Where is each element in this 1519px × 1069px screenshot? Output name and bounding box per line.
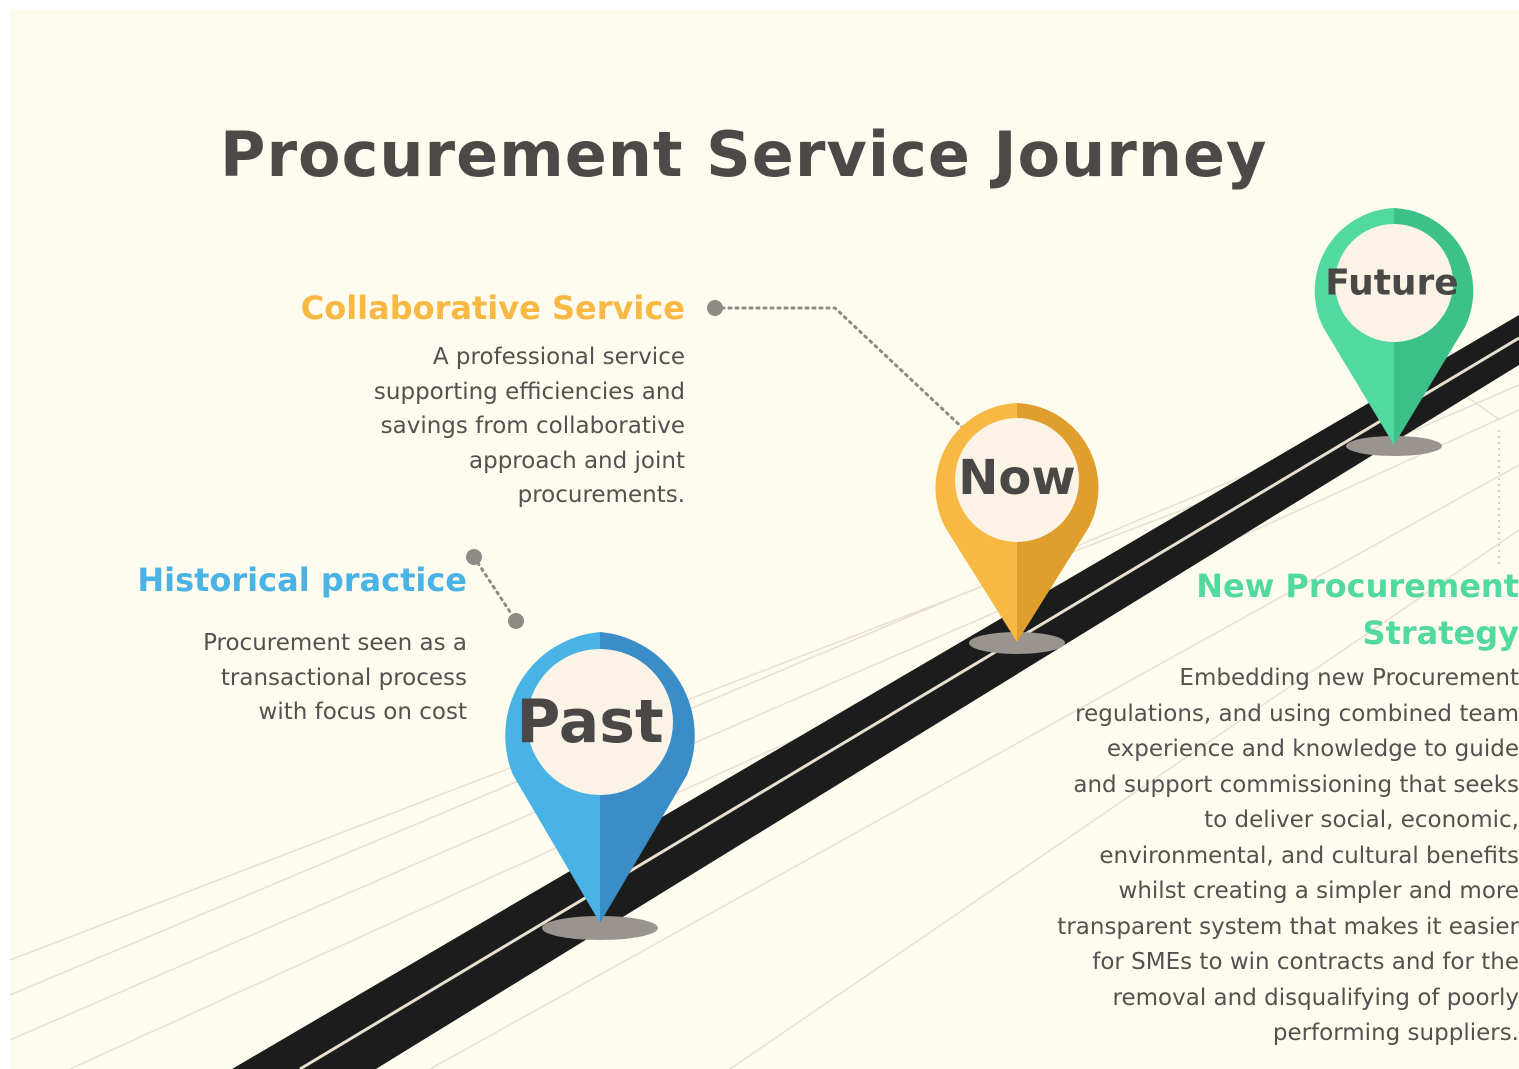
text-line: with focus on cost	[258, 699, 467, 725]
text-line: transparent system that makes it easier	[1057, 913, 1519, 940]
historical-heading: Historical practice	[137, 561, 467, 599]
now-pin-shadow	[969, 632, 1065, 654]
collaborative-heading: Collaborative Service	[300, 289, 685, 327]
text-line: Embedding new Procurement	[1179, 665, 1519, 691]
connector-collaborative	[707, 300, 976, 441]
text-line: savings from collaborative	[380, 413, 685, 439]
infographic-canvas: Procurement Service Journey Past Now Fut…	[10, 10, 1519, 1069]
heading-line: Strategy	[1362, 614, 1519, 652]
now-pin-icon	[935, 403, 1099, 642]
text-line: environmental, and cultural benefits	[1099, 842, 1519, 869]
new-strategy-heading: New Procurement Strategy	[1196, 563, 1519, 657]
past-pin-shadow	[542, 916, 658, 940]
text-line: whilst creating a simpler and more	[1118, 878, 1519, 904]
past-label: Past	[516, 687, 664, 757]
now-label: Now	[958, 450, 1076, 506]
text-line: performing suppliers.	[1272, 1020, 1519, 1046]
text-line: removal and disqualifying of poorly	[1112, 984, 1519, 1011]
new-strategy-text: Embedding new Procurement regulations, a…	[1057, 661, 1519, 1052]
text-line: experience and knowledge to guide	[1106, 736, 1519, 762]
connector-historical	[466, 549, 524, 629]
future-label: Future	[1325, 262, 1459, 304]
heading-line: New Procurement	[1196, 567, 1519, 605]
text-line: for SMEs to win contracts and for the	[1092, 949, 1519, 975]
text-line: procurements.	[517, 482, 685, 508]
text-line: transactional process	[220, 664, 467, 691]
text-line: regulations, and using combined team	[1075, 700, 1519, 727]
page-title: Procurement Service Journey	[220, 118, 1268, 191]
text-line: supporting efficiencies and	[373, 378, 685, 405]
text-line: approach and joint	[469, 447, 685, 474]
future-pin-shadow	[1346, 436, 1442, 456]
text-line: Procurement seen as a	[203, 630, 467, 656]
past-pin-icon	[505, 632, 695, 923]
journey-scene	[10, 208, 1519, 1069]
collaborative-text: A professional service supporting effici…	[374, 340, 685, 513]
text-line: to deliver social, economic,	[1204, 807, 1519, 833]
text-line: and support commissioning that seeks	[1073, 771, 1519, 798]
historical-text: Procurement seen as a transactional proc…	[203, 626, 467, 730]
road	[232, 315, 1519, 1069]
text-line: A professional service	[432, 344, 685, 370]
road-center-line	[299, 336, 1519, 1069]
future-pin-icon	[1314, 208, 1474, 445]
